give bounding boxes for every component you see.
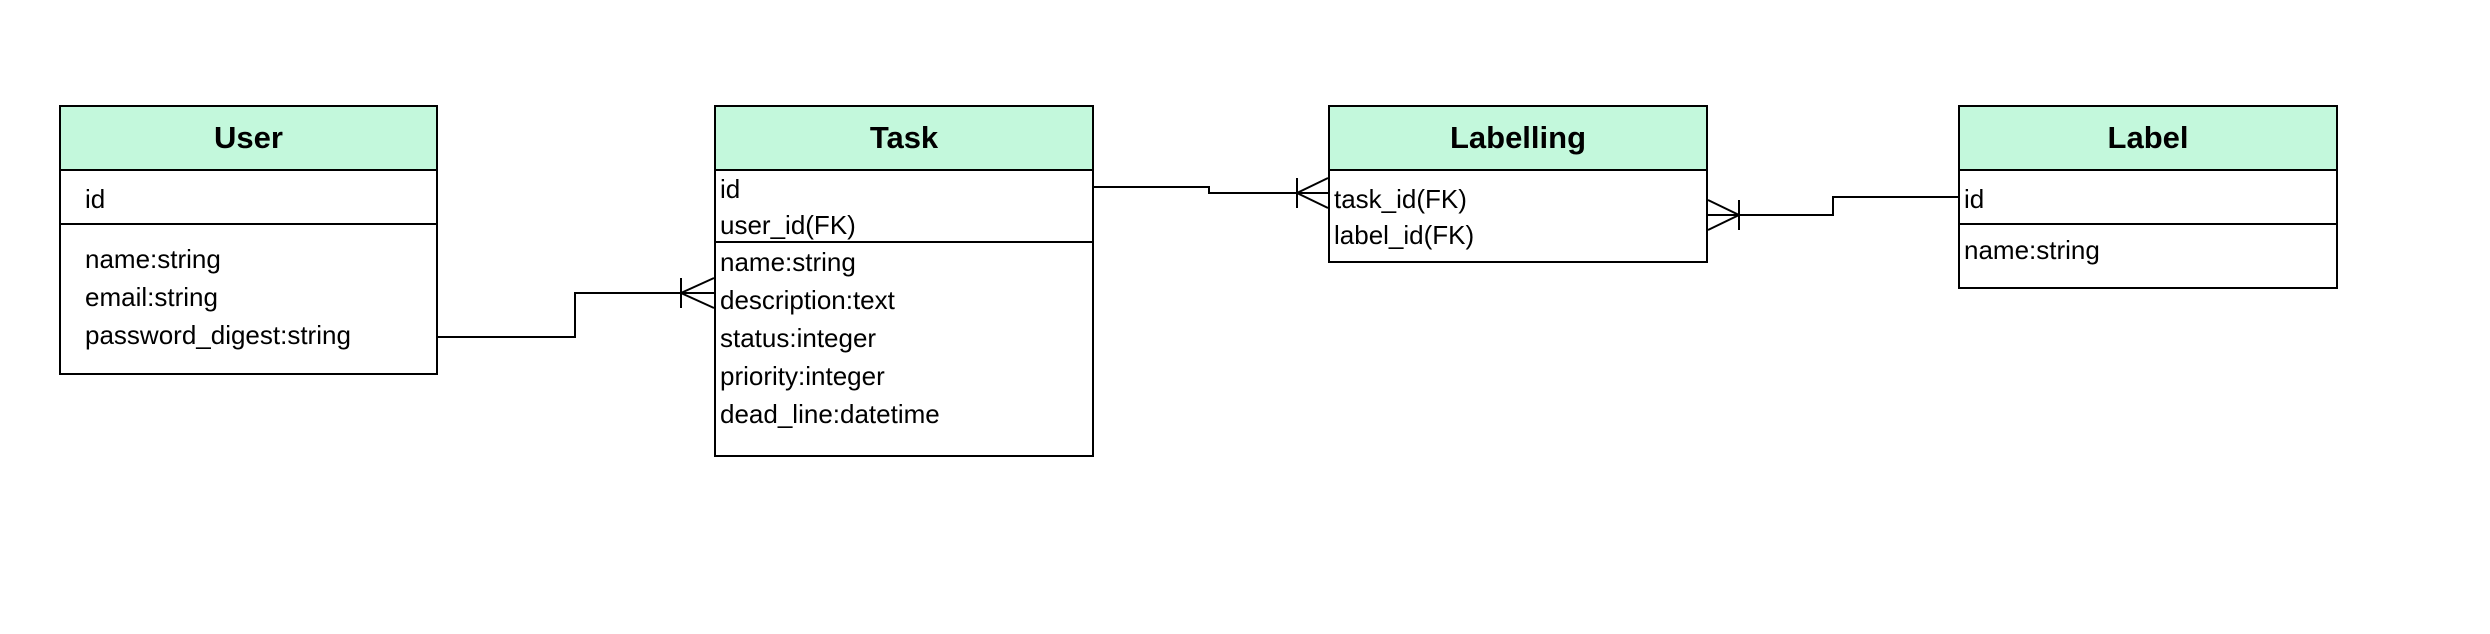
entity-label[interactable]: Label id name:string bbox=[1958, 105, 2338, 289]
entity-user-title: User bbox=[61, 107, 436, 171]
entity-label-keys: id bbox=[1960, 171, 2336, 225]
field-task-description: description:text bbox=[720, 285, 895, 315]
field-task-id: id bbox=[720, 174, 741, 204]
entity-user-attributes: name:string email:string password_digest… bbox=[61, 225, 436, 354]
entity-labelling-keys: task_id(FK) label_id(FK) bbox=[1330, 171, 1706, 253]
entity-user-keys: id bbox=[61, 171, 436, 225]
task-labelling-relationship bbox=[1094, 177, 1329, 209]
field-task-dead-line: dead_line:datetime bbox=[720, 399, 940, 429]
entity-task-title: Task bbox=[716, 107, 1092, 171]
entity-task-attributes: name:string description:text status:inte… bbox=[716, 243, 1092, 433]
user-task-connector-line bbox=[438, 292, 714, 338]
field-user-password-digest: password_digest:string bbox=[85, 320, 351, 350]
entity-labelling-title: Labelling bbox=[1330, 107, 1706, 171]
entity-labelling[interactable]: Labelling task_id(FK) label_id(FK) bbox=[1328, 105, 1708, 263]
entity-user[interactable]: User id name:string email:string passwor… bbox=[59, 105, 438, 375]
field-label-name: name:string bbox=[1964, 235, 2100, 265]
field-task-priority: priority:integer bbox=[720, 361, 885, 391]
task-labelling-connector-line bbox=[1094, 186, 1328, 194]
field-user-id: id bbox=[85, 184, 106, 214]
entity-task[interactable]: Task id user_id(FK) name:string descript… bbox=[714, 105, 1094, 457]
field-task-user-id: user_id(FK) bbox=[720, 210, 856, 240]
entity-label-attributes: name:string bbox=[1960, 225, 2336, 269]
field-user-email: email:string bbox=[85, 282, 218, 312]
entity-label-title: Label bbox=[1960, 107, 2336, 171]
label-labelling-relationship bbox=[1707, 196, 1958, 231]
field-user-name: name:string bbox=[85, 244, 221, 274]
field-task-status: status:integer bbox=[720, 323, 877, 353]
field-labelling-label-id: label_id(FK) bbox=[1334, 220, 1475, 250]
entity-task-keys: id user_id(FK) bbox=[716, 171, 1092, 243]
user-task-relationship bbox=[438, 277, 715, 338]
field-labelling-task-id: task_id(FK) bbox=[1334, 184, 1467, 214]
field-label-id: id bbox=[1964, 184, 1985, 214]
label-labelling-connector-line bbox=[1708, 196, 1958, 216]
field-task-name: name:string bbox=[720, 247, 856, 277]
